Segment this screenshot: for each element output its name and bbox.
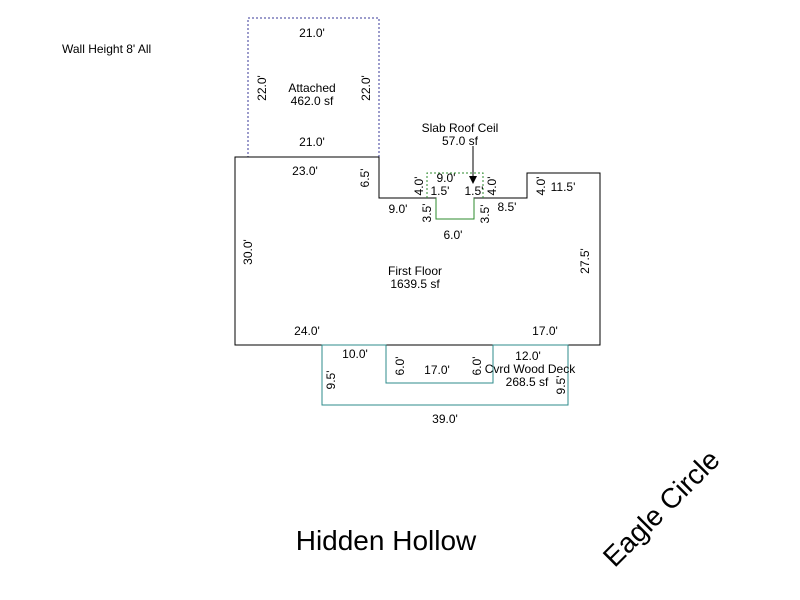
dim-right-ledge: 8.5' (498, 200, 517, 214)
dim-bay-right-depth: 3.5' (478, 205, 492, 224)
dim-deck-bottom: 39.0' (432, 412, 458, 426)
slab-roof-outline[interactable] (426, 172, 484, 198)
bay-outline (435, 198, 475, 220)
house-name-label: First Floor (388, 264, 442, 278)
deck-area-label: 268.5 sf (506, 375, 549, 389)
garage-area-label: 462.0 sf (291, 94, 334, 108)
dim-deck-notch-width: 17.0' (424, 363, 450, 377)
dim-house-right: 27.5' (578, 248, 592, 274)
garage-outline[interactable] (247, 17, 380, 158)
slab-name-label: Slab Roof Ceil (422, 121, 499, 135)
dim-house-notch-ledge: 9.0' (389, 202, 408, 216)
wall-height-note: Wall Height 8' All (62, 42, 151, 56)
dim-deck-left-top: 10.0' (342, 347, 368, 361)
dim-deck-notch-right: 6.0' (470, 357, 484, 376)
dim-house-bottom-left: 24.0' (294, 324, 320, 338)
dim-house-notch-drop: 6.5' (358, 169, 372, 188)
dim-bay-left-depth: 3.5' (420, 204, 434, 223)
dim-garage-right: 22.0' (359, 75, 373, 101)
garage-name-label: Attached (288, 81, 335, 95)
slab-area-label: 57.0 sf (442, 134, 479, 148)
street-name-hidden-hollow: Hidden Hollow (296, 525, 477, 556)
dim-deck-right-top: 12.0' (515, 349, 541, 363)
dim-house-top-left: 23.0' (292, 164, 318, 178)
dim-slab-left-rise: 4.0' (412, 177, 426, 196)
dim-right-rise: 4.0' (534, 177, 548, 196)
dim-slab-left-step: 1.5' (431, 184, 450, 198)
dim-deck-right-depth: 9.5' (554, 376, 568, 395)
dim-deck-notch-left: 6.0' (393, 357, 407, 376)
deck-name-label: Cvrd Wood Deck (485, 362, 576, 376)
dim-deck-left-depth: 9.5' (324, 371, 338, 390)
dim-house-bottom-right: 17.0' (532, 324, 558, 338)
house-area-label: 1639.5 sf (390, 277, 440, 291)
dim-right-top: 11.5' (551, 180, 576, 194)
dim-house-left: 30.0' (241, 239, 255, 265)
dim-slab-right-rise: 4.0' (485, 177, 499, 196)
dim-garage-top: 21.0' (299, 26, 325, 40)
dim-slab-width: 9.0' (437, 171, 456, 185)
dim-garage-left: 22.0' (255, 75, 269, 101)
dim-bay-width: 6.0' (444, 228, 463, 242)
dim-garage-bottom: 21.0' (299, 135, 325, 149)
street-name-eagle-circle: Eagle Circle (597, 444, 726, 573)
slab-pointer-arrowhead (469, 176, 477, 184)
dim-slab-right-step: 1.5' (465, 184, 484, 198)
deck-outline[interactable] (321, 344, 569, 406)
